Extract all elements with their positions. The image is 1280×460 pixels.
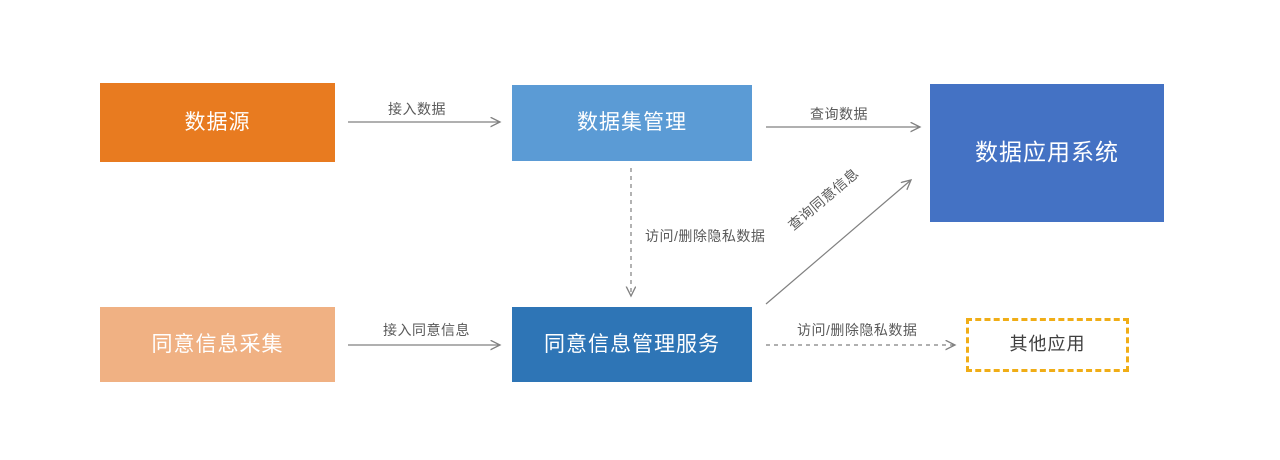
edge-label-access-delete-private-bottom: 访问/删除隐私数据	[797, 322, 918, 338]
edge-label-query-data: 查询数据	[810, 106, 868, 122]
node-data-source[interactable]: 数据源	[100, 83, 335, 162]
node-data-source-label: 数据源	[184, 110, 251, 134]
node-data-application-system-label: 数据应用系统	[975, 139, 1119, 166]
edge-label-query-consent-info: 查询同意信息	[784, 164, 862, 234]
node-consent-management-service-label: 同意信息管理服务	[544, 332, 720, 356]
node-dataset-management[interactable]: 数据集管理	[512, 85, 752, 161]
node-other-application-label: 其他应用	[1009, 334, 1086, 355]
edge-label-access-data: 接入数据	[388, 101, 446, 117]
edge-label-access-consent-info: 接入同意信息	[383, 322, 470, 338]
node-dataset-management-label: 数据集管理	[577, 111, 687, 135]
node-consent-collection[interactable]: 同意信息采集	[100, 307, 335, 382]
node-consent-collection-label: 同意信息采集	[151, 332, 284, 356]
node-other-application[interactable]: 其他应用	[966, 318, 1129, 372]
node-consent-management-service[interactable]: 同意信息管理服务	[512, 307, 752, 382]
edge-label-access-delete-private-top: 访问/删除隐私数据	[645, 228, 766, 244]
node-data-application-system[interactable]: 数据应用系统	[930, 84, 1164, 222]
